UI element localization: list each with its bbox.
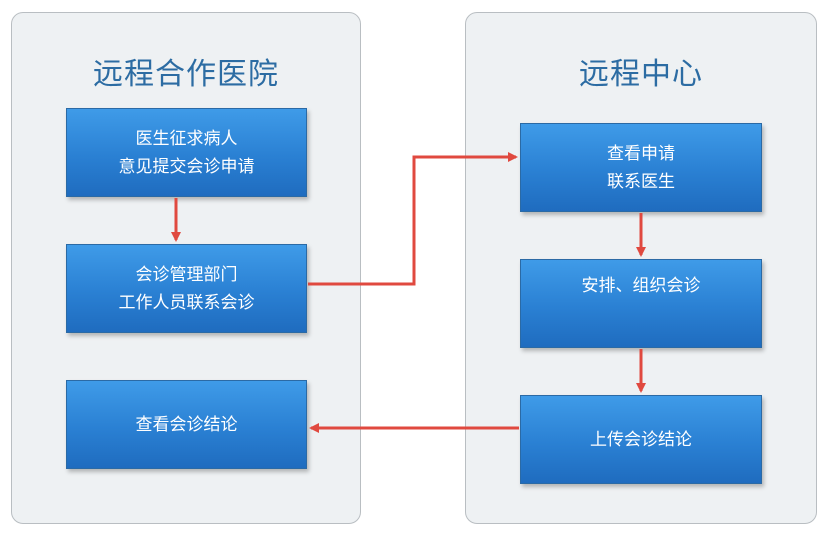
step-arrange-consultation-line-1: 安排、组织会诊 [581, 276, 701, 296]
step-arrange-consultation: 安排、组织会诊 [520, 259, 762, 348]
step-contact-consultation-line-1: 会诊管理部门 [135, 264, 238, 285]
step-contact-consultation: 会诊管理部门 工作人员联系会诊 [66, 244, 307, 333]
step-upload-conclusion-line-1: 上传会诊结论 [590, 429, 692, 450]
step-contact-consultation-line-2: 工作人员联系会诊 [118, 292, 255, 313]
remote-center-panel-title: 远程中心 [579, 57, 703, 92]
step-submit-request: 医生征求病人 意见提交会诊申请 [66, 108, 307, 197]
step-submit-request-line-1: 医生征求病人 [135, 128, 238, 149]
step-submit-request-line-2: 意见提交会诊申请 [118, 156, 255, 177]
step-view-conclusion: 查看会诊结论 [66, 380, 307, 469]
step-view-conclusion-line-1: 查看会诊结论 [135, 414, 238, 435]
step-upload-conclusion: 上传会诊结论 [520, 395, 762, 484]
step-view-request-line-2: 联系医生 [607, 171, 675, 192]
step-view-request: 查看申请 联系医生 [520, 123, 762, 212]
hospital-panel-title: 远程合作医院 [93, 57, 279, 92]
arrow-contact-to-view-request [308, 152, 518, 286]
step-view-request-line-1: 查看申请 [607, 143, 675, 164]
